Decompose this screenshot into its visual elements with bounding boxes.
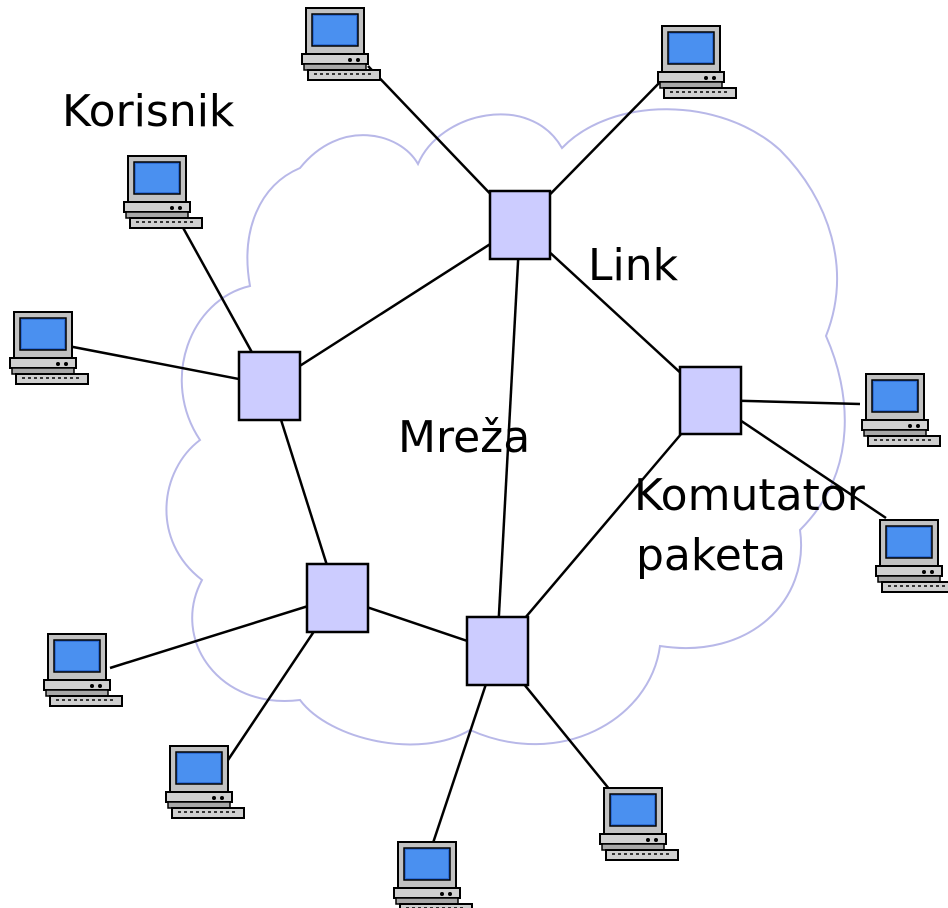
- computer-icon: [599, 787, 679, 861]
- user-label: Korisnik: [62, 86, 235, 137]
- network-label: Mreža: [398, 412, 530, 463]
- computer-icon: [861, 373, 941, 447]
- link-top-right: [519, 224, 711, 401]
- switch-bottomleft-icon: [305, 562, 370, 634]
- computer-icon: [393, 841, 473, 908]
- link-label: Link: [588, 240, 679, 291]
- switch-label-line2: paketa: [636, 530, 786, 581]
- link-bottom-right: [496, 399, 711, 652]
- link-left-pc4: [67, 344, 271, 387]
- computer-icon: [165, 745, 245, 819]
- link-bottomleft-pc7: [109, 595, 338, 670]
- network-cloud: [165, 108, 846, 746]
- computer-icon: [301, 7, 381, 81]
- switch-bottom-icon: [465, 615, 530, 687]
- switch-label-line1: Komutator: [634, 470, 866, 521]
- switch-top-icon: [488, 189, 552, 261]
- switch-left-icon: [237, 350, 302, 422]
- computer-icon: [875, 519, 948, 593]
- computer-icon: [123, 155, 203, 229]
- switch-right-icon: [678, 365, 743, 436]
- packet-switches: [237, 189, 743, 687]
- link-top-bottom: [495, 224, 522, 652]
- computer-icon: [657, 25, 737, 99]
- computer-icon: [43, 633, 123, 707]
- link-top-left: [269, 223, 521, 387]
